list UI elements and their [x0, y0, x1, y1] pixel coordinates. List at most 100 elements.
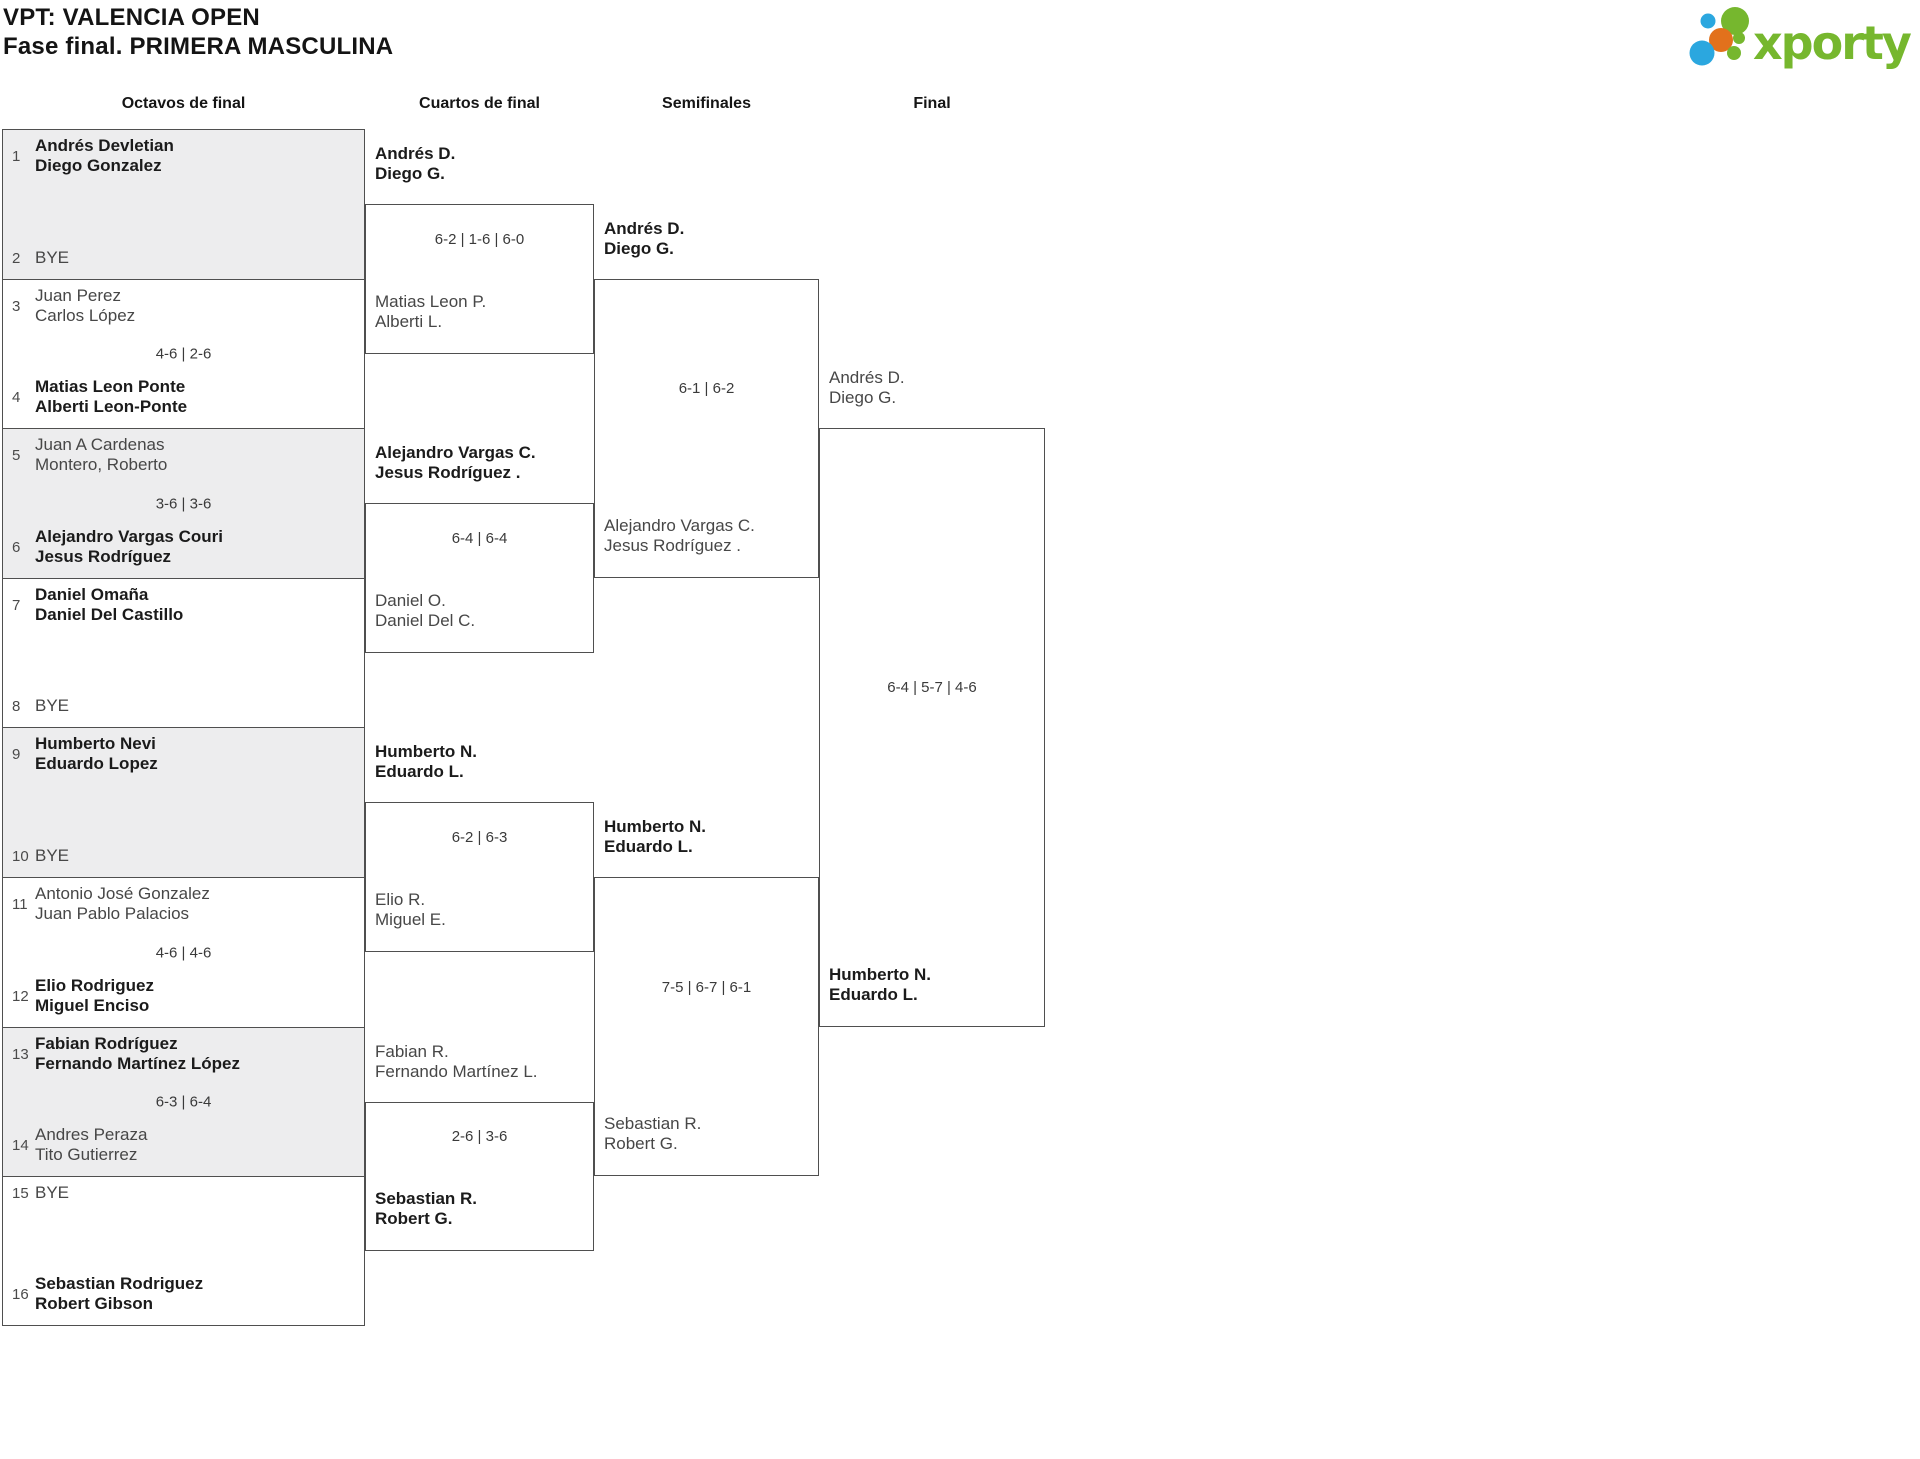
advancing-team[interactable]: Fabian R.Fernando Martínez L. — [375, 1042, 538, 1082]
seed-number: 6 — [12, 538, 21, 556]
advancing-team[interactable]: Humberto N.Eduardo L. — [375, 742, 477, 782]
team-names[interactable]: Elio R.Miguel E. — [375, 890, 446, 930]
advancing-team[interactable]: Alejandro Vargas C.Jesus Rodríguez . — [375, 443, 536, 483]
match-score: 6-3 | 6-4 — [155, 1093, 212, 1111]
player-name: Andres Peraza — [35, 1125, 148, 1144]
team-names[interactable]: BYE — [35, 846, 69, 866]
seed-number: 16 — [12, 1285, 29, 1303]
player-name: Fernando Martínez López — [35, 1054, 240, 1073]
team-names[interactable]: BYE — [35, 696, 69, 716]
team-names[interactable]: Humberto N.Eduardo L. — [375, 742, 477, 782]
player-name: Eduardo L. — [375, 762, 464, 781]
advancing-team[interactable]: Alejandro Vargas C.Jesus Rodríguez . — [604, 516, 755, 556]
phase-subtitle: Fase final. PRIMERA MASCULINA — [3, 33, 394, 60]
player-name: Daniel Del C. — [375, 610, 476, 630]
team-names[interactable]: Humberto N.Eduardo L. — [829, 965, 931, 1005]
team-names[interactable]: Daniel O.Daniel Del C. — [375, 591, 475, 631]
seed-number: 12 — [12, 987, 29, 1005]
advancing-team[interactable]: Andrés D.Diego G. — [604, 219, 684, 259]
player-name: Antonio José Gonzalez — [35, 884, 210, 903]
match-score: 2-6 | 3-6 — [451, 1128, 508, 1146]
team-names[interactable]: Matias Leon P.Alberti L. — [375, 292, 486, 332]
xporty-logo[interactable]: xporty — [1686, 4, 1918, 70]
advancing-team[interactable]: Sebastian R.Robert G. — [375, 1189, 477, 1229]
team-names[interactable]: Alejandro Vargas C.Jesus Rodríguez . — [604, 516, 755, 556]
team-names[interactable]: Humberto N.Eduardo L. — [604, 817, 706, 857]
advancing-team[interactable]: Andrés D.Diego G. — [375, 144, 455, 184]
team-names[interactable]: BYE — [35, 248, 69, 268]
advancing-team[interactable]: Sebastian R.Robert G. — [604, 1114, 701, 1154]
match-score: 6-2 | 1-6 | 6-0 — [434, 230, 525, 248]
seed-number: 4 — [12, 388, 21, 406]
advancing-team[interactable]: Humberto N.Eduardo L. — [829, 965, 931, 1005]
logo-dot-blue-small — [1700, 13, 1716, 29]
player-name: Diego Gonzalez — [35, 156, 162, 175]
player-name: Juan Pablo Palacios — [35, 904, 190, 923]
player-name: Alberti L. — [375, 311, 443, 331]
advancing-team[interactable]: Matias Leon P.Alberti L. — [375, 292, 486, 332]
team-names[interactable]: BYE — [35, 1183, 69, 1203]
player-name: Diego G. — [829, 388, 897, 408]
player-name: Jesus Rodríguez . — [604, 535, 742, 555]
team-names[interactable]: Sebastian R.Robert G. — [375, 1189, 477, 1229]
logo-dot-green-small2 — [1727, 46, 1741, 60]
team-entry[interactable]: 8 BYE — [12, 696, 358, 716]
seed-number: 8 — [12, 697, 21, 715]
advancing-team[interactable]: Andrés D.Diego G. — [829, 368, 905, 408]
team-names[interactable]: Sebastian R.Robert G. — [604, 1114, 701, 1154]
advancing-team[interactable]: Elio R.Miguel E. — [375, 890, 446, 930]
advancing-team[interactable]: Humberto N.Eduardo L. — [604, 817, 706, 857]
player-name: Fabian Rodríguez — [35, 1034, 178, 1053]
player-name: Juan Perez — [35, 286, 121, 305]
player-name: Robert G. — [604, 1134, 678, 1154]
player-name: Alejandro Vargas Couri — [35, 527, 223, 546]
team-names[interactable]: Andrés D.Diego G. — [604, 219, 684, 259]
player-name: Alejandro Vargas C. — [604, 515, 755, 535]
player-name: Diego G. — [375, 164, 445, 183]
player-name: Carlos López — [35, 306, 136, 325]
seed-number: 3 — [12, 297, 21, 315]
player-name: Humberto N. — [829, 964, 931, 984]
team-names[interactable]: Alejandro Vargas C.Jesus Rodríguez . — [375, 443, 536, 483]
team-names[interactable]: Andrés D.Diego G. — [375, 144, 455, 184]
semifinal-box-1 — [594, 278, 819, 578]
round-header-cuartos: Cuartos de final — [419, 95, 540, 112]
player-name: Alberti Leon-Ponte — [35, 397, 188, 416]
player-name: Tito Gutierrez — [35, 1145, 138, 1164]
advancing-team[interactable]: Daniel O.Daniel Del C. — [375, 591, 475, 631]
team-names[interactable]: Fabian R.Fernando Martínez L. — [375, 1042, 538, 1082]
player-name: Andrés Devletian — [35, 136, 174, 155]
team-names[interactable]: Andrés D.Diego G. — [829, 368, 905, 408]
